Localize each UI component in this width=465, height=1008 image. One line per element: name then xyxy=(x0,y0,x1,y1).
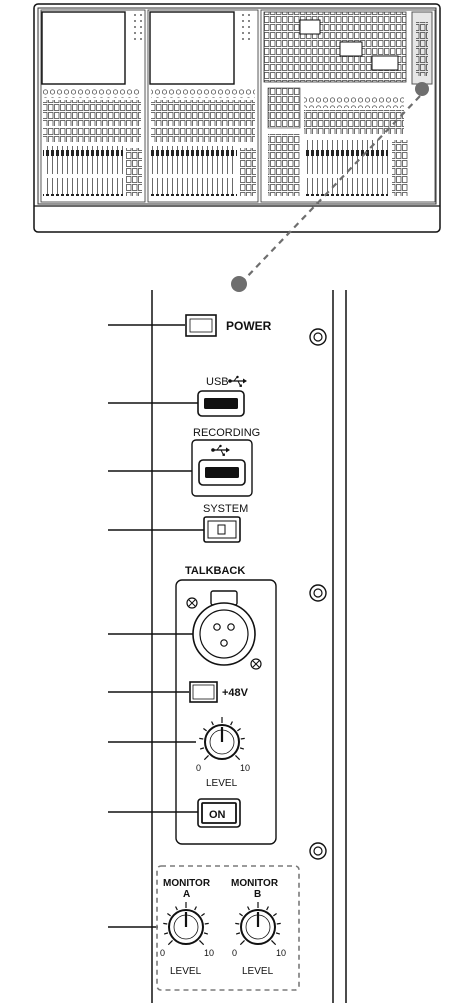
knob-tick xyxy=(239,747,245,750)
knob-tick xyxy=(199,737,204,740)
knob-tick xyxy=(266,906,269,911)
knob-tick xyxy=(203,727,207,732)
callout-dot-bottom xyxy=(231,276,247,292)
knob-tick xyxy=(203,932,209,935)
knob-icon[interactable] xyxy=(163,902,209,946)
touch-screen-1 xyxy=(41,11,126,85)
usb-icon xyxy=(228,375,247,387)
monitor-b-level-label: LEVEL xyxy=(242,966,274,977)
knob-tick xyxy=(239,940,245,946)
screw-icon xyxy=(309,842,327,860)
knob-tick xyxy=(247,906,250,911)
knob-tick xyxy=(239,912,243,917)
level-label: LEVEL xyxy=(206,778,238,789)
level-scale-max: 10 xyxy=(240,763,250,773)
knob-tick xyxy=(175,906,178,911)
knob-tick xyxy=(235,932,241,935)
monitor-b-label: MONITOR xyxy=(231,878,279,889)
knob-icon[interactable] xyxy=(235,902,281,946)
monitor-a-scale-max: 10 xyxy=(204,948,214,958)
knob-tick xyxy=(201,912,205,917)
console-bay-2 xyxy=(147,9,259,203)
knob-tick xyxy=(203,755,209,761)
knob-tick xyxy=(240,737,245,740)
knob-tick xyxy=(163,922,168,925)
knob-tick xyxy=(237,727,241,732)
console-bay-1 xyxy=(40,9,146,203)
knob-tick xyxy=(167,912,171,917)
on-button-label: ON xyxy=(209,809,226,821)
talkback-label: TALKBACK xyxy=(185,565,245,577)
touch-screen-2 xyxy=(149,11,235,85)
monitor-b-sub: B xyxy=(254,889,261,900)
monitor-a-level-label: LEVEL xyxy=(170,966,202,977)
master-section xyxy=(263,11,407,83)
recording-label: RECORDING xyxy=(193,427,260,439)
knob-tick xyxy=(273,912,277,917)
detail-panel: POWER USB RECORDING SYSTEM xyxy=(108,290,347,1003)
knob-tick xyxy=(271,940,277,946)
monitor-a-sub: A xyxy=(183,889,190,900)
knob-tick xyxy=(199,940,205,946)
usb-label: USB xyxy=(206,376,229,388)
console-overview xyxy=(33,3,441,292)
callout-dot-top xyxy=(415,82,429,96)
screw-icon xyxy=(309,328,327,346)
knob-tick xyxy=(199,747,205,750)
monitor-b-scale-max: 10 xyxy=(276,948,286,958)
monitor-dashed-box xyxy=(156,865,300,991)
knob-icon[interactable] xyxy=(199,717,245,761)
knob-tick xyxy=(194,906,197,911)
xlr-connector-icon[interactable] xyxy=(186,590,262,670)
level-scale-min: 0 xyxy=(196,763,201,773)
knob-tick xyxy=(235,755,241,761)
talkback-frame xyxy=(175,579,277,845)
system-label: SYSTEM xyxy=(203,503,248,515)
knob-tick xyxy=(204,922,209,925)
power-label: POWER xyxy=(226,319,272,333)
knob-tick xyxy=(211,721,214,726)
knob-tick xyxy=(275,932,281,935)
console-bay-3 xyxy=(260,9,436,203)
knob-tick xyxy=(163,932,169,935)
screw-icon xyxy=(309,584,327,602)
monitor-a-label: MONITOR xyxy=(163,878,211,889)
phantom-label: +48V xyxy=(222,687,249,699)
knob-tick xyxy=(167,940,173,946)
monitor-b-scale-min: 0 xyxy=(232,948,237,958)
knob-tick xyxy=(230,721,233,726)
usb-icon xyxy=(211,444,230,456)
monitor-a-scale-min: 0 xyxy=(160,948,165,958)
callout-leader-line xyxy=(242,95,421,282)
knob-tick xyxy=(235,922,240,925)
knob-tick xyxy=(276,922,281,925)
